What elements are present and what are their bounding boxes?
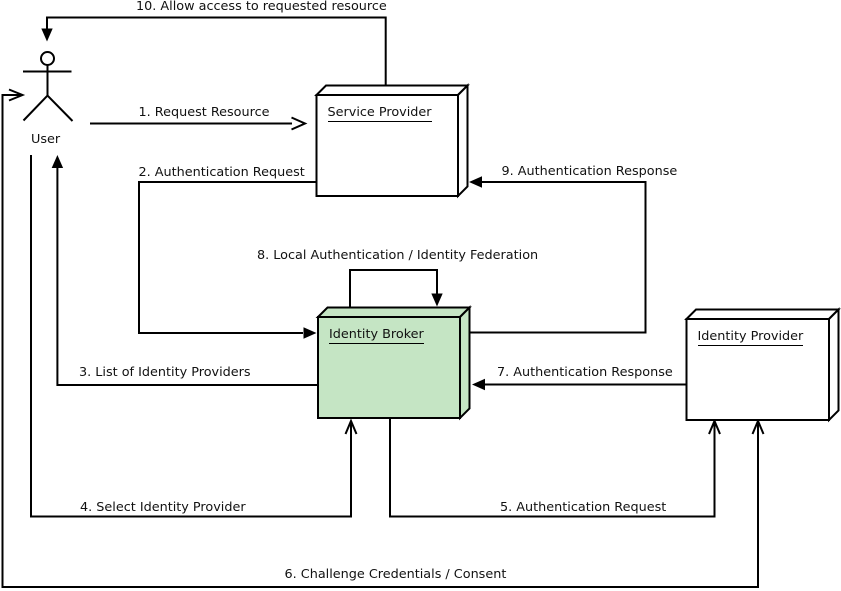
identity-broker-title: Identity Broker: [329, 328, 424, 344]
node-identity-broker: [315, 305, 472, 421]
node-top-face: [314, 84, 470, 96]
flow-5-line: [389, 418, 716, 518]
flow-3-line: [56, 168, 318, 386]
actor-head: [40, 51, 55, 66]
flow-3-label: 3. List of Identity Providers: [79, 365, 251, 380]
flow-9-line: [470, 181, 647, 334]
arrowhead-left-solid: [472, 378, 485, 391]
flow-2-line: [138, 181, 317, 334]
arrowhead-down-solid: [41, 28, 53, 42]
flow-10-allow-access: [41, 16, 387, 86]
flow-1-label: 1. Request Resource: [138, 105, 270, 120]
flow-5-label: 5. Authentication Request: [500, 499, 667, 515]
flow-1-request-resource: [90, 116, 308, 131]
flow-9-authentication-response: [469, 176, 647, 334]
flow-10-label: 10. Allow access to requested resource: [136, 0, 387, 14]
flow-4-line: [30, 155, 352, 518]
node-top-face: [684, 308, 841, 320]
flow-4-label: 4. Select Identity Provider: [80, 499, 246, 515]
flow-8-label: 8. Local Authentication / Identity Feder…: [257, 248, 539, 263]
node-front-face: [317, 316, 461, 419]
arrowhead-up-solid: [51, 155, 64, 168]
arrowhead-up-open: [344, 418, 358, 435]
service-provider-title: Service Provider: [327, 106, 432, 122]
user-actor-label: User: [31, 132, 61, 148]
node-identity-provider: [684, 307, 841, 423]
identity-provider-title: Identity Provider: [697, 330, 804, 346]
flow-8-local-authentication-loop: [349, 269, 443, 307]
node-top-face: [315, 306, 472, 318]
node-side-face: [828, 307, 840, 423]
node-service-provider: [314, 83, 470, 199]
node-front-face: [315, 94, 459, 197]
arrowhead-right-open: [8, 88, 26, 102]
flow-9-label: 9. Authentication Response: [501, 163, 678, 179]
flow-6-label: 6. Challenge Credentials / Consent: [284, 567, 507, 582]
flow-4-select-identity-provider: [30, 155, 358, 518]
node-front-face: [685, 318, 830, 421]
arrowhead-right-open: [291, 116, 308, 131]
user-actor: [22, 51, 74, 122]
flow-3-list-of-identity-providers: [51, 155, 318, 386]
flow-8-line: [349, 269, 438, 307]
flow-2-label: 2. Authentication Request: [138, 165, 305, 180]
flow-10-line: [46, 16, 387, 86]
flow-6-line: [1, 94, 759, 588]
actor-legs: [22, 94, 74, 122]
node-side-face: [459, 305, 471, 421]
arrowhead-left-solid: [469, 176, 482, 188]
flow-7-label: 7. Authentication Response: [497, 364, 673, 380]
flow-2-authentication-request: [138, 181, 317, 339]
node-side-face: [457, 83, 469, 199]
arrowhead-right-solid: [303, 327, 317, 339]
flow-7-authentication-response: [472, 378, 687, 391]
arrowhead-down-solid: [431, 293, 443, 307]
